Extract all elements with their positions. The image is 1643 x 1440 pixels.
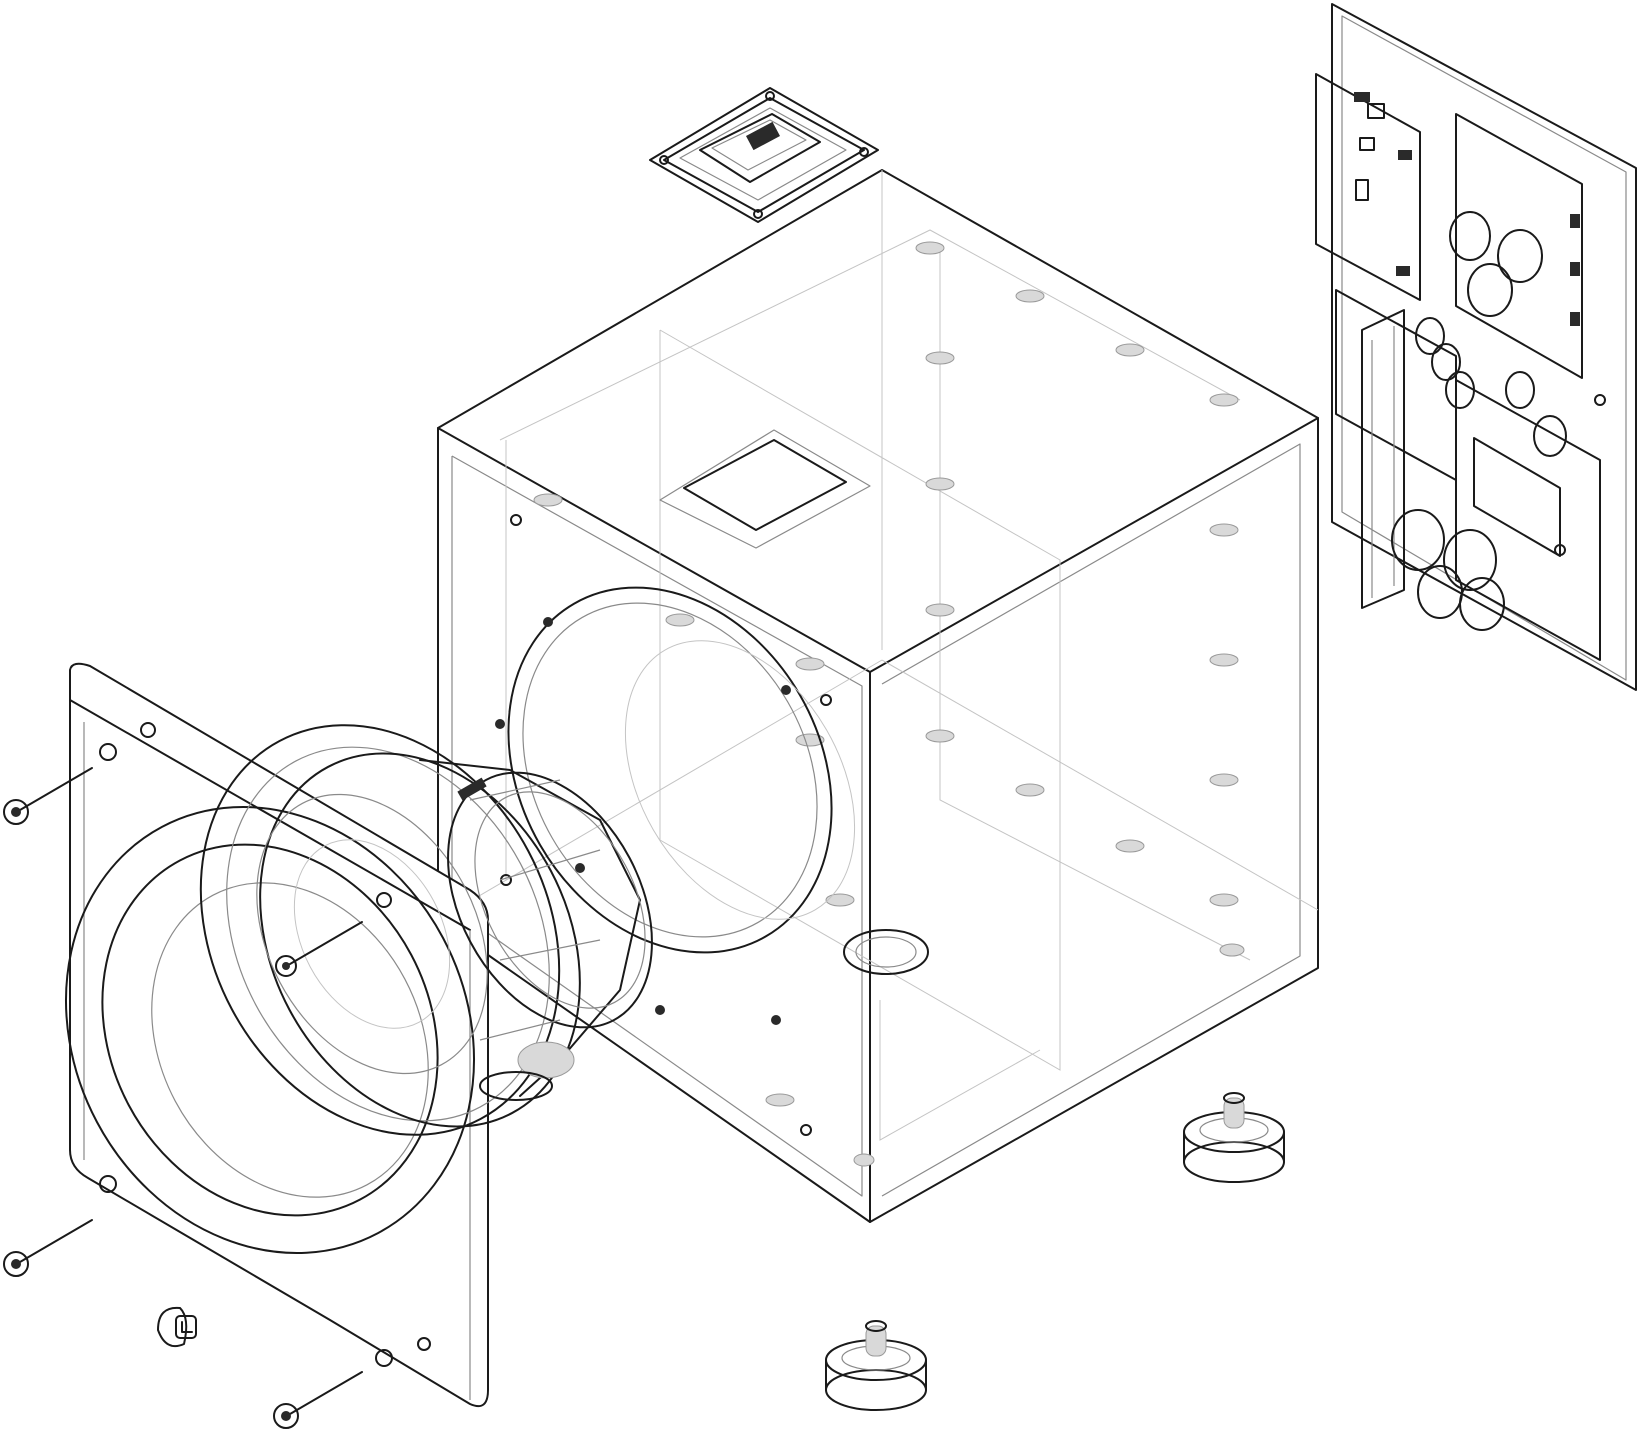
bolt-icon [3,1219,93,1277]
bolt-icon [273,1371,363,1429]
woofer-driver [199,724,653,1136]
cabinet [437,169,1319,1223]
foot-icon [825,1320,927,1411]
top-plate-label-graphic [746,121,780,151]
amplifier-board [1315,3,1637,691]
screws [3,767,363,1429]
bolt-icon [275,921,363,977]
bolt-icon [3,767,93,825]
foot-icon [1183,1092,1285,1183]
logo-mark-icon [157,1306,197,1348]
top-plate [649,87,879,223]
feet [825,1092,1285,1411]
